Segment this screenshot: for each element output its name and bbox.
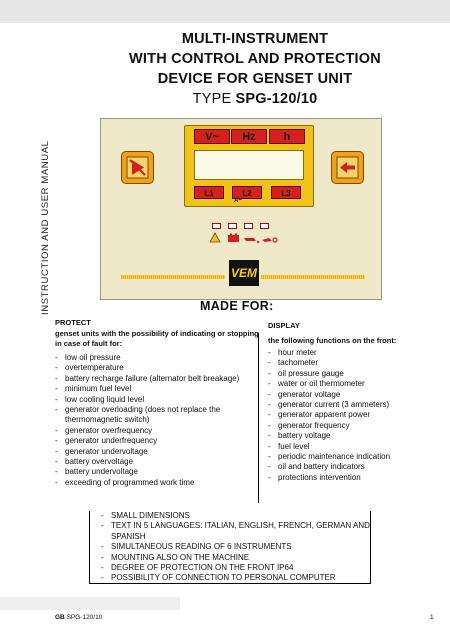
display-list: hour metertachometeroil pressure gaugewa… <box>268 348 444 484</box>
title-line-2: WITH CONTROL AND PROTECTION <box>129 51 381 67</box>
tab-voltage[interactable]: V~ <box>194 129 230 144</box>
type-line: TYPE SPG-120/10 <box>60 90 450 108</box>
list-item: low cooling liquid level <box>55 395 251 406</box>
title-line-3: DEVICE FOR GENSET UNIT <box>157 71 353 87</box>
tab-hours[interactable]: h <box>269 129 305 144</box>
type-prefix: TYPE <box>192 91 236 107</box>
list-item: battery recharge failure (alternator bel… <box>55 374 251 385</box>
brand-logo: VEM <box>229 260 259 286</box>
list-item: water or oil thermometer <box>268 379 444 390</box>
device-panel: V~ Hz h L1 L2 L3 A~ VEM <box>100 118 382 300</box>
list-item: generator current (3 ammeters) <box>268 400 444 411</box>
list-item: battery voltage <box>268 431 444 442</box>
instrument-display: V~ Hz h L1 L2 L3 A~ <box>184 125 314 207</box>
tab-frequency[interactable]: Hz <box>231 129 267 144</box>
list-item: generator apparent power <box>268 410 444 421</box>
list-item: exceeding of programmed work time <box>55 478 251 489</box>
phase-l2[interactable]: L2 <box>232 186 262 199</box>
led-4 <box>260 223 269 229</box>
protect-list: low oil pressureovertemperaturebattery r… <box>55 353 251 489</box>
list-item: fuel level <box>268 442 444 453</box>
protect-heading: PROTECT <box>55 318 91 327</box>
type-model: SPG-120/10 <box>235 91 318 107</box>
list-item: DEGREE OF PROTECTION ON THE FRONT IP64 <box>101 563 371 574</box>
led-1 <box>212 223 221 229</box>
list-item: periodic maintenance indication <box>268 452 444 463</box>
footer-lang: GB <box>55 614 65 621</box>
made-for-heading: MADE FOR: <box>200 299 274 313</box>
list-item: generator overfrequency <box>55 426 251 437</box>
footer-bar <box>0 597 180 610</box>
list-item: minimum fuel level <box>55 384 251 395</box>
panel-stripe-right <box>261 275 365 279</box>
led-2 <box>228 223 237 229</box>
features-list: SMALL DIMENSIONSTEXT IN 5 LANGUAGES: ITA… <box>101 511 371 584</box>
phase-l1[interactable]: L1 <box>194 186 224 199</box>
stop-icon <box>126 156 149 179</box>
list-item: battery undervoltage <box>55 467 251 478</box>
list-item: oil pressure gauge <box>268 369 444 380</box>
list-item: protections intervention <box>268 473 444 484</box>
features-box: SMALL DIMENSIONSTEXT IN 5 LANGUAGES: ITA… <box>89 511 371 584</box>
page-number: 1 <box>430 614 434 621</box>
list-item: MOUNTING ALSO ON THE MACHINE <box>101 553 371 564</box>
list-item: battery overvoltage <box>55 457 251 468</box>
start-button[interactable] <box>331 151 364 184</box>
list-item: generator undervoltage <box>55 447 251 458</box>
list-item: generator overloading (does not replace … <box>55 405 251 426</box>
list-item: generator underfrequency <box>55 436 251 447</box>
side-label: INSTRUCTION AND USER MANUAL <box>40 140 51 315</box>
header-bar <box>0 0 450 23</box>
title-line-1: MULTI-INSTRUMENT <box>181 31 329 47</box>
footer-doc: GB SPG-120/10 <box>55 614 102 621</box>
display-heading: DISPLAY <box>268 321 300 330</box>
indicator-icons <box>209 232 278 244</box>
panel-stripe-left <box>121 275 225 279</box>
protect-subheading: genset units with the possibility of ind… <box>55 329 259 348</box>
phase-sub-label: A~ <box>234 198 242 204</box>
thermometer-icon <box>262 238 272 242</box>
display-subheading: the following functions on the front: <box>268 336 397 345</box>
led-3 <box>244 223 253 229</box>
list-item: generator frequency <box>268 421 444 432</box>
column-divider <box>258 333 259 503</box>
list-item: SIMULTANEOUS READING OF 6 INSTRUMENTS <box>101 542 371 553</box>
list-item: low oil pressure <box>55 353 251 364</box>
lcd-screen <box>194 150 304 180</box>
list-item: overtemperature <box>55 363 251 374</box>
arrow-left-icon <box>336 156 359 179</box>
list-item: TEXT IN 5 LANGUAGES: ITALIAN, ENGLISH, F… <box>101 521 371 542</box>
list-item: tachometer <box>268 358 444 369</box>
battery-icon <box>228 235 239 242</box>
list-item: generator voltage <box>268 390 444 401</box>
list-item: POSSIBILITY OF CONNECTION TO PERSONAL CO… <box>101 573 371 584</box>
list-item: hour meter <box>268 348 444 359</box>
warning-icon <box>209 232 221 243</box>
list-item: oil and battery indicators <box>268 462 444 473</box>
list-item: SMALL DIMENSIONS <box>101 511 371 522</box>
footer-docname: SPG-120/10 <box>66 614 103 621</box>
stop-button[interactable] <box>121 151 154 184</box>
oil-can-icon <box>244 238 256 241</box>
phase-l3[interactable]: L3 <box>271 186 301 199</box>
